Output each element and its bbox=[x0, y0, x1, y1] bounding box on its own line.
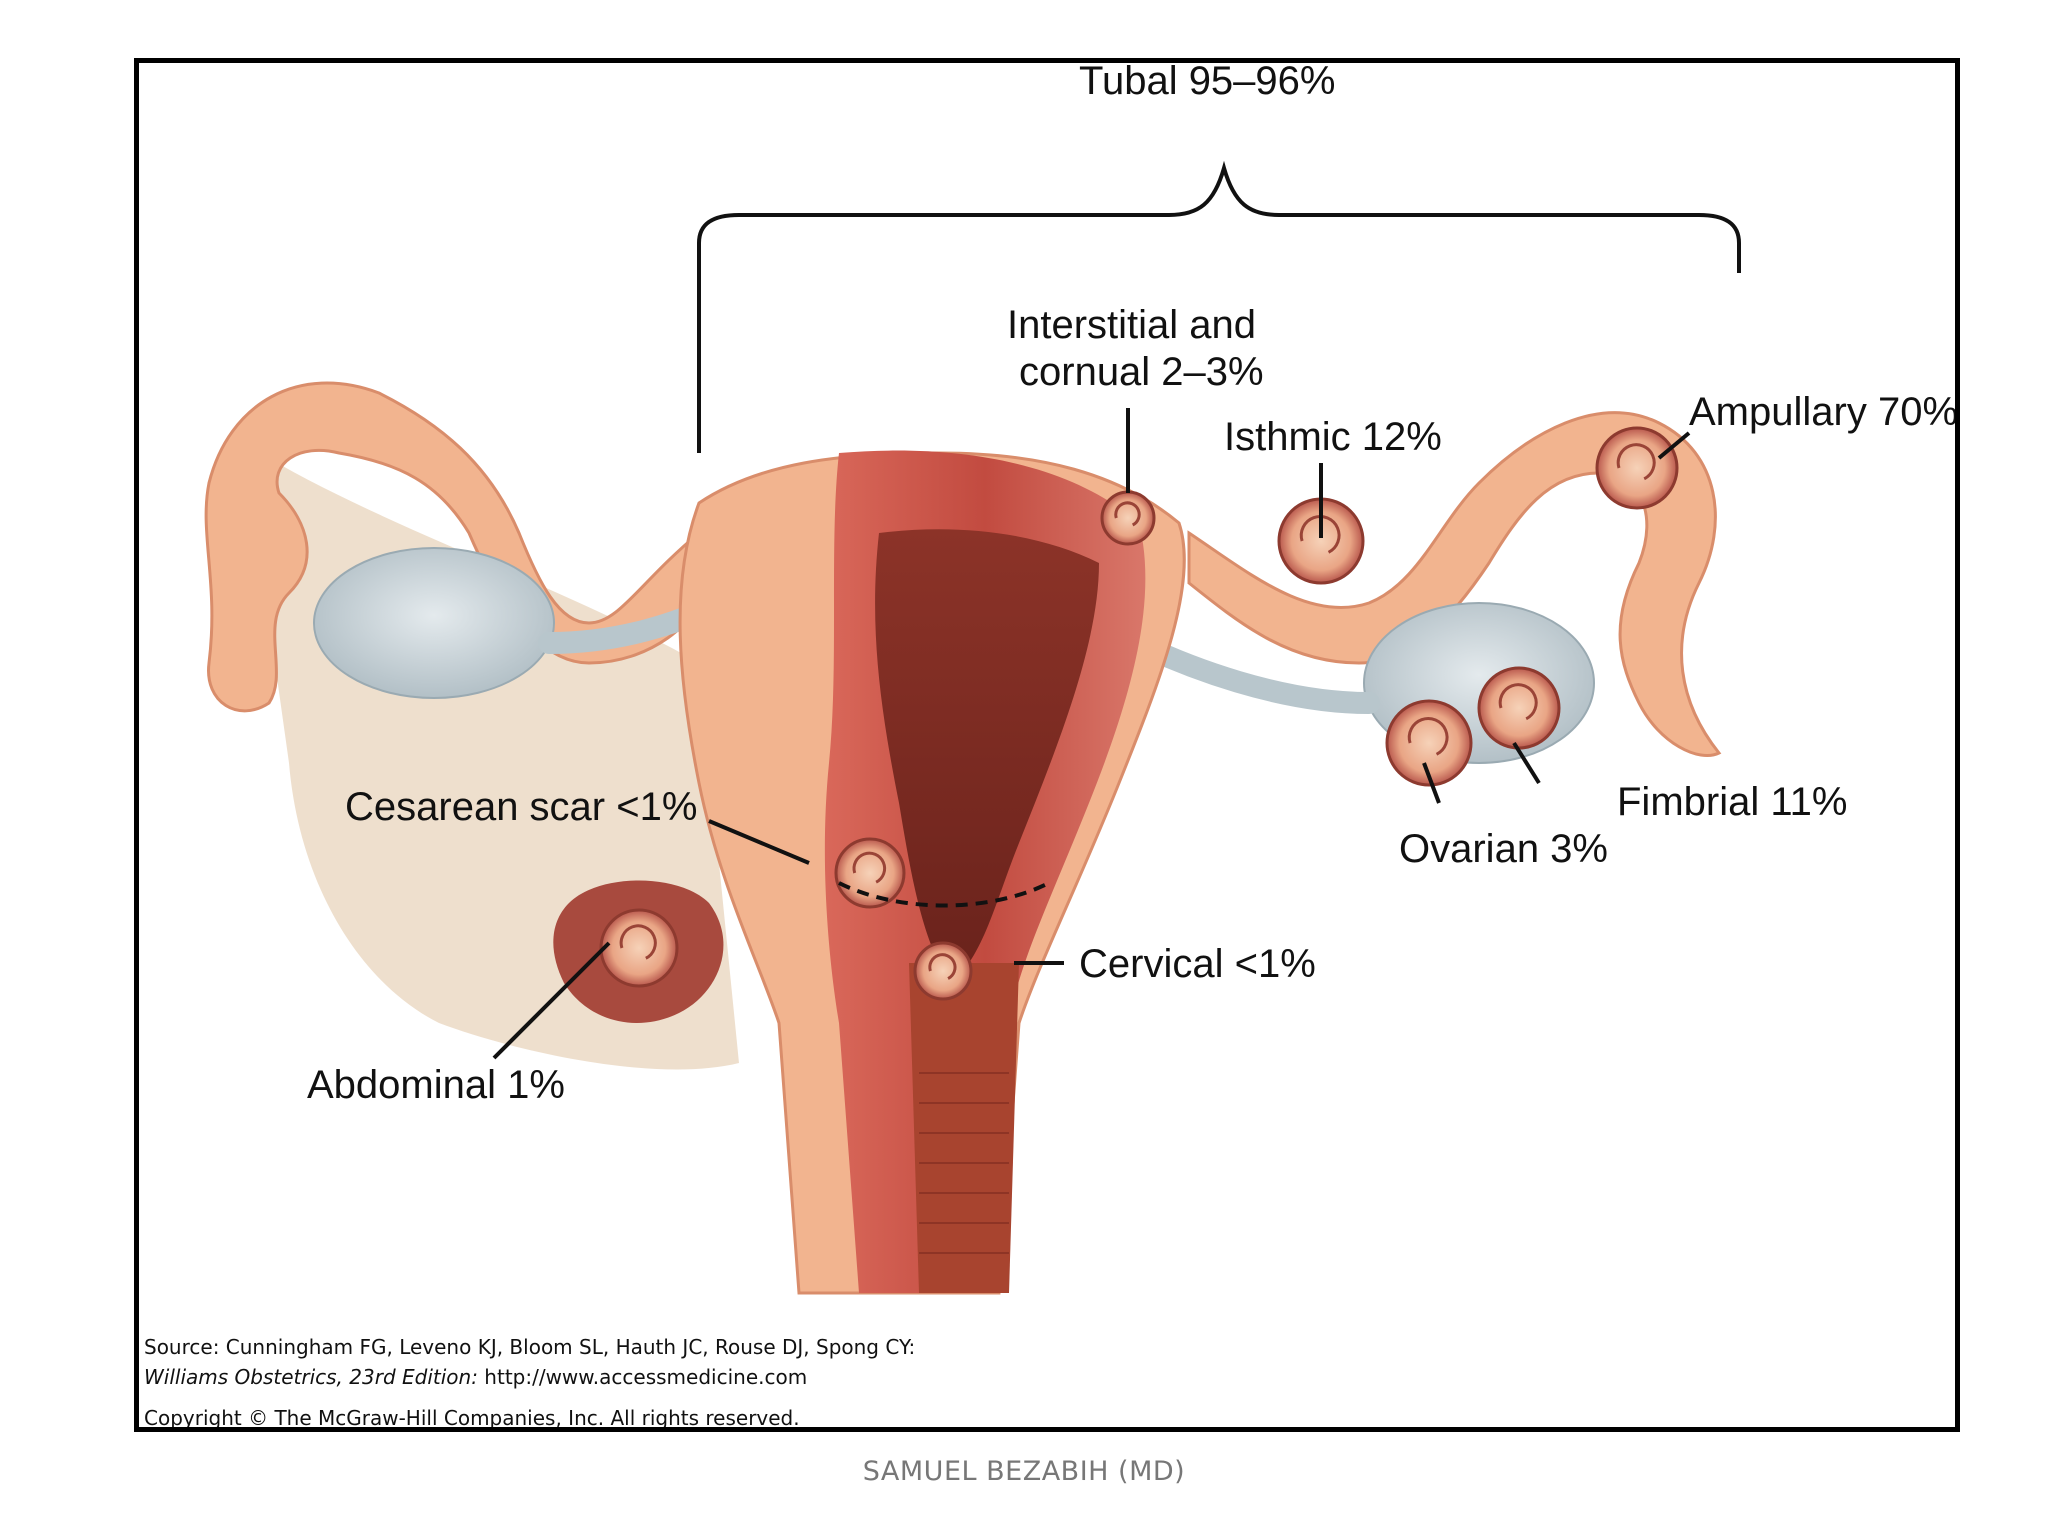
sac-abdominal bbox=[599, 908, 679, 988]
source-line1: Source: Cunningham FG, Leveno KJ, Bloom … bbox=[144, 1335, 916, 1359]
sac-ampullary-embryo bbox=[1616, 443, 1656, 481]
tubal-brace bbox=[697, 160, 1741, 453]
sac-fimbrial-embryo bbox=[1498, 683, 1538, 721]
left-ovary bbox=[313, 547, 555, 699]
source-line2: Williams Obstetrics, 23rd Edition: http:… bbox=[144, 1365, 807, 1389]
gestational-sacs bbox=[599, 426, 1679, 1001]
uterus-illustration bbox=[204, 160, 1741, 1295]
source-book-title: Williams Obstetrics, 23rd Edition: bbox=[144, 1365, 478, 1389]
sac-ampullary bbox=[1595, 426, 1679, 510]
sac-isthmic-embryo bbox=[1299, 515, 1341, 554]
sac-interstitial bbox=[1100, 490, 1156, 546]
sac-fimbrial bbox=[1477, 666, 1561, 750]
leader-lines bbox=[492, 408, 1691, 1060]
label-isthmic: Isthmic 12% bbox=[1224, 415, 1442, 459]
label-fimbrial: Fimbrial 11% bbox=[1617, 780, 1848, 824]
sac-ovarian bbox=[1385, 699, 1473, 787]
cervical-canal bbox=[909, 963, 1019, 1293]
label-ovarian: Ovarian 3% bbox=[1399, 827, 1608, 871]
sac-abdominal-embryo bbox=[619, 924, 657, 960]
sac-cesarean bbox=[834, 837, 906, 909]
label-ampullary: Ampullary 70% bbox=[1689, 390, 1959, 434]
cesarean-scar-line bbox=[838, 881, 1050, 908]
label-interstitial-line1: Interstitial and bbox=[1007, 303, 1257, 347]
sac-cervical-embryo bbox=[928, 953, 957, 980]
label-tubal: Tubal 95–96% bbox=[1079, 59, 1336, 103]
sac-cervical bbox=[913, 941, 973, 1001]
figure-frame: Tubal 95–96% Interstitial and cornual 2–… bbox=[134, 58, 1960, 1432]
sac-ovarian-embryo bbox=[1407, 717, 1449, 756]
source-url: http://www.accessmedicine.com bbox=[477, 1365, 808, 1389]
footer-author: SAMUEL BEZABIH (MD) bbox=[862, 1456, 1186, 1487]
label-cesarean: Cesarean scar <1% bbox=[345, 785, 698, 829]
label-cervical: Cervical <1% bbox=[1079, 942, 1316, 986]
label-interstitial-line2: cornual 2–3% bbox=[1019, 350, 1264, 394]
uterine-cavity bbox=[875, 529, 1099, 963]
sac-cesarean-embryo bbox=[852, 851, 887, 884]
sac-interstitial-embryo bbox=[1114, 501, 1141, 527]
vaginal-rugae bbox=[919, 1072, 1009, 1254]
copyright-line: Copyright © The McGraw-Hill Companies, I… bbox=[144, 1406, 800, 1430]
label-abdominal: Abdominal 1% bbox=[307, 1063, 565, 1107]
